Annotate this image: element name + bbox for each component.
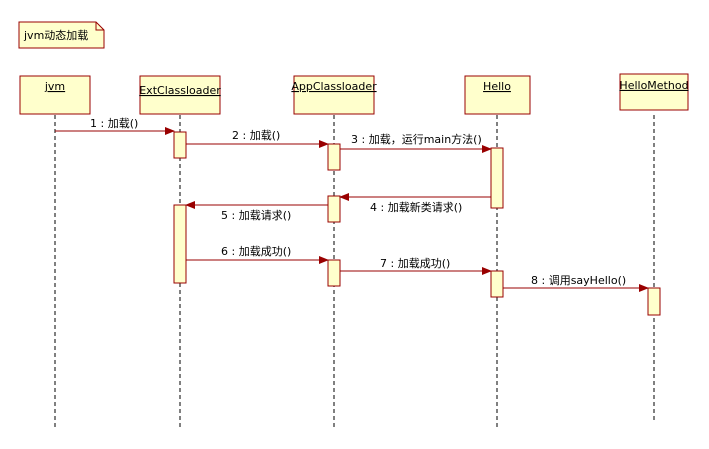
participant-label: Hello bbox=[483, 80, 511, 93]
activations bbox=[173, 131, 661, 316]
message-labels: 1 : 加载() 2 : 加载() 3 : 加载，运行main方法() 4 : … bbox=[90, 117, 626, 287]
participant-appclassloader[interactable]: AppClassloader bbox=[291, 75, 377, 115]
activation-hellomethod bbox=[647, 287, 661, 316]
activation-app-2 bbox=[327, 195, 341, 223]
activation-hello-2 bbox=[490, 270, 504, 298]
activation-app-3 bbox=[327, 259, 341, 287]
message-arrows bbox=[55, 127, 649, 292]
activation-ext-1 bbox=[173, 131, 187, 159]
activation-ext-2 bbox=[173, 204, 187, 284]
message-label-8: 8 : 调用sayHello() bbox=[531, 274, 626, 287]
message-label-2: 2 : 加载() bbox=[232, 129, 280, 142]
participant-extclassloader[interactable]: ExtClassloader bbox=[139, 75, 221, 115]
participant-jvm[interactable]: jvm bbox=[19, 75, 91, 115]
message-label-6: 6 : 加载成功() bbox=[221, 245, 291, 258]
message-label-3: 3 : 加载，运行main方法() bbox=[351, 132, 482, 146]
message-label-1: 1 : 加载() bbox=[90, 117, 138, 130]
note-text: jvm动态加载 bbox=[23, 29, 88, 42]
participant-label: ExtClassloader bbox=[139, 84, 221, 97]
message-label-7: 7 : 加载成功() bbox=[380, 257, 450, 270]
message-label-5: 5 : 加载请求() bbox=[221, 209, 291, 222]
participant-hello[interactable]: Hello bbox=[464, 75, 531, 115]
participant-label: jvm bbox=[44, 80, 65, 93]
activation-app-1 bbox=[327, 143, 341, 171]
activation-hello-1 bbox=[490, 147, 504, 209]
diagram-note[interactable]: jvm动态加载 bbox=[18, 21, 105, 49]
message-label-4: 4 : 加载新类请求() bbox=[370, 200, 462, 214]
participant-label: AppClassloader bbox=[291, 80, 377, 93]
participant-label: HelloMethod bbox=[619, 79, 688, 92]
participant-hellomethod[interactable]: HelloMethod bbox=[619, 73, 689, 111]
